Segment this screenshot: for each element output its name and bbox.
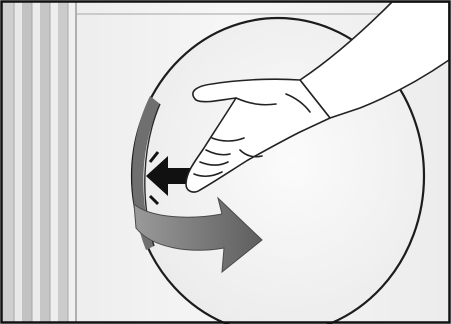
side-edge-stripes: [2, 2, 76, 322]
